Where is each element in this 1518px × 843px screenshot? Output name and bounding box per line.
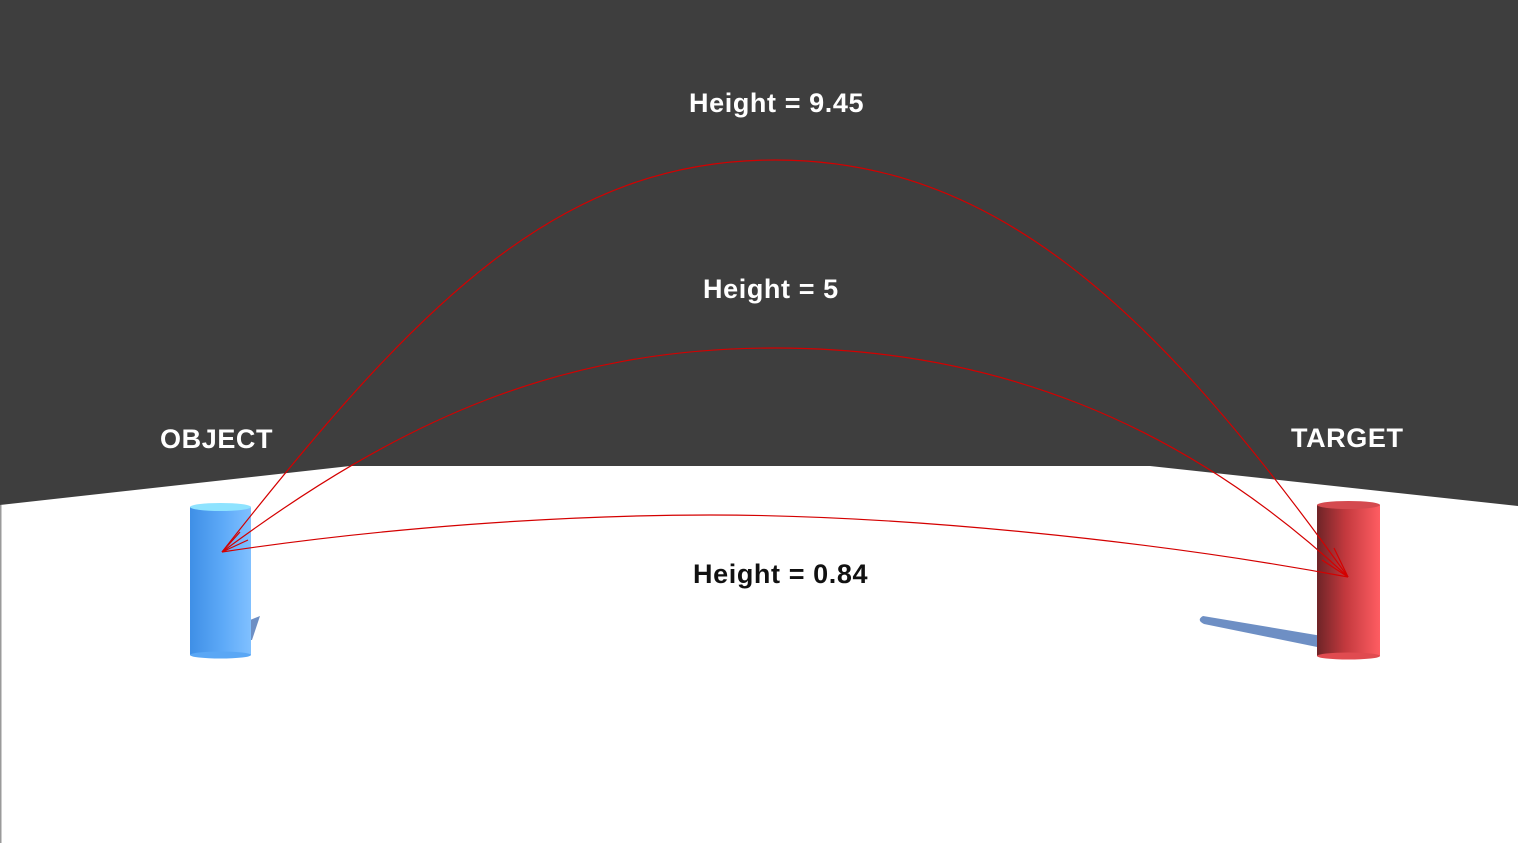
target-shadow	[1199, 616, 1322, 648]
left-edge-line	[0, 505, 2, 843]
target-cylinder[interactable]	[1199, 501, 1380, 660]
ground-plane	[0, 466, 1518, 843]
target-label: TARGET	[1291, 423, 1404, 453]
impact-point-lines	[1321, 547, 1349, 578]
trajectory-group	[221, 159, 1349, 578]
trajectory-arc-height-9-45	[221, 159, 1349, 578]
arc-label-height-5: Height = 5	[703, 274, 839, 304]
arc-label-height-0-84: Height = 0.84	[693, 559, 869, 589]
object-label: OBJECT	[160, 424, 274, 454]
trajectory-arc-height-0-84	[221, 514, 1349, 578]
arc-label-height-9-45: Height = 9.45	[689, 88, 865, 118]
launch-point-lines	[221, 531, 249, 553]
object-cylinder[interactable]	[190, 503, 260, 659]
trajectory-arc-height-5	[221, 347, 1349, 578]
